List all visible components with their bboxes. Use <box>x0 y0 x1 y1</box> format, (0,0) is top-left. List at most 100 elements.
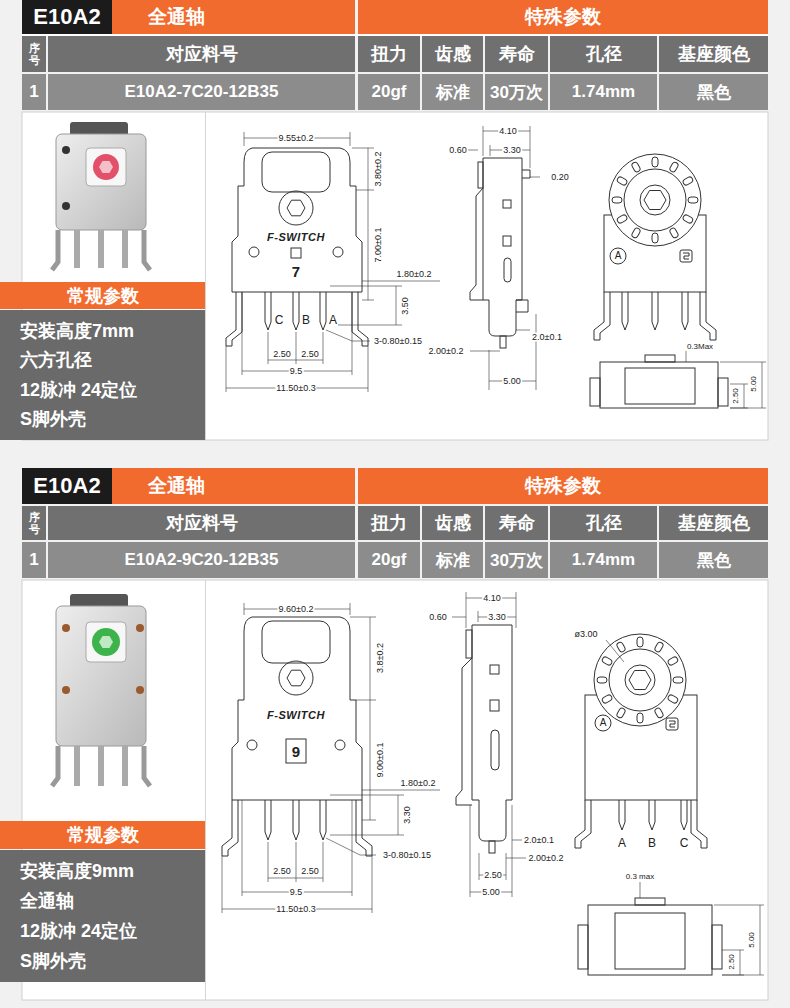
dimension-text: 5.00 <box>502 377 522 386</box>
rear-view-part <box>609 154 701 246</box>
band-title: 常规参数 <box>67 823 139 847</box>
table-cell: 寿命 <box>485 36 548 72</box>
band-title: 全通轴 <box>148 473 205 499</box>
table-cell: 寿命 <box>485 506 548 540</box>
front-view-part <box>287 670 305 686</box>
table-text: E10A2-9C20-12B35 <box>124 550 278 570</box>
param-panel: 安装高度9mm全通轴12脉冲 24定位S脚外壳 <box>0 850 205 982</box>
side-view-part-part <box>466 145 530 156</box>
table-text: 1.74mm <box>572 550 635 570</box>
table-cell: 齿感 <box>422 36 483 72</box>
table-cell: 序号 <box>22 36 46 72</box>
dimension-text: 5.00 <box>481 888 501 897</box>
side-view-part <box>456 658 472 805</box>
dimension-text: 1.80±0.2 <box>400 779 437 788</box>
dimension-text: 2.50 <box>272 867 292 876</box>
front-view-part-part <box>244 603 350 615</box>
front-view-part-part <box>352 148 374 300</box>
dimension-text: 9.5 <box>289 367 304 376</box>
side-view-part-part <box>470 351 500 352</box>
series-band: 全通轴 <box>112 468 355 504</box>
product-photo-part <box>74 230 80 268</box>
front-view-part <box>226 132 440 392</box>
product-photo-part <box>56 134 146 230</box>
front-view-part <box>247 740 257 750</box>
front-view-part-part <box>362 281 440 282</box>
dimension-text: 2.50 <box>483 871 503 880</box>
side-view-part <box>472 625 512 841</box>
rear-view-part <box>682 292 688 330</box>
front-view-part <box>293 292 299 330</box>
param-line: S脚外壳 <box>20 949 86 973</box>
param-line: 安装高度7mm <box>20 319 134 343</box>
table-text: 黑色 <box>697 81 731 104</box>
table-cell: 扭力 <box>358 506 420 540</box>
side-view-part-part <box>530 177 540 178</box>
front-view-part <box>265 292 271 330</box>
bottom-view-part <box>578 925 588 969</box>
side-view-part <box>490 665 499 674</box>
front-view-part-part <box>242 800 352 896</box>
band-title: 全通轴 <box>148 4 205 30</box>
product-photo-part <box>62 146 70 154</box>
front-view-part <box>262 152 330 192</box>
side-view-part <box>503 236 511 246</box>
side-view-part <box>478 162 483 188</box>
pin-name: B <box>647 837 657 849</box>
rear-view-part <box>691 800 707 848</box>
front-view-part <box>356 800 372 856</box>
rear-view-part <box>622 292 628 330</box>
side-view-part-part <box>516 330 530 331</box>
pin-name: A <box>617 837 627 849</box>
table-text: 黑色 <box>697 549 731 572</box>
bottom-view-part-part <box>720 362 766 408</box>
front-view-part <box>333 247 343 257</box>
bottom-view-part <box>712 925 722 969</box>
rear-view-part <box>666 718 678 730</box>
param-line: S脚外壳 <box>20 407 86 431</box>
side-view-part <box>490 700 499 711</box>
product-photo-part <box>62 624 70 632</box>
side-view-part <box>466 630 472 658</box>
front-view-part <box>279 191 313 225</box>
table-text: 对应料号 <box>166 42 238 66</box>
band-title: 常规参数 <box>67 284 139 308</box>
front-view-part-part <box>330 795 404 835</box>
table-text: 标准 <box>436 81 470 104</box>
table-cell: E10A2-7C20-12B35 <box>48 74 355 110</box>
card-background-part <box>205 112 206 440</box>
side-view-part <box>516 300 528 312</box>
table-cell: 基座颜色 <box>659 36 768 72</box>
dimension-text: 3.50 <box>401 296 410 316</box>
table-cell: 标准 <box>422 542 483 578</box>
table-cell: 1.74mm <box>550 74 657 110</box>
side-view-part <box>504 258 511 282</box>
dimension-text: 9.60±0.2 <box>278 605 315 614</box>
front-view-part-part <box>244 132 350 146</box>
front-view-part-part <box>226 346 368 392</box>
front-view-part-part <box>330 286 402 325</box>
front-view-part-part <box>326 330 370 341</box>
table-text: 30万次 <box>490 81 543 104</box>
product-photo-part <box>62 202 70 210</box>
product-photo-part <box>122 746 128 786</box>
table-text: 20gf <box>372 550 407 570</box>
model-box: E10A2 <box>22 0 112 34</box>
dimension-text: 0.20 <box>550 173 570 182</box>
table-text: 基座颜色 <box>678 42 750 66</box>
section-band: 常规参数 <box>0 282 205 309</box>
rear-view-part <box>700 292 716 340</box>
dimension-text: 2.50 <box>272 350 292 359</box>
dimension-text: 2.0±0.1 <box>531 333 563 342</box>
bottom-view-part-part <box>722 950 744 975</box>
dimension-text: 11.50±0.3 <box>275 905 316 914</box>
side-view-part-part <box>506 858 526 859</box>
product-photo-part <box>98 746 104 786</box>
product-photo-part <box>74 746 80 786</box>
front-view-part <box>222 800 238 856</box>
section-band: 常规参数 <box>0 821 205 849</box>
bottom-view-part <box>686 351 766 408</box>
side-view-part <box>522 170 530 178</box>
side-view-part <box>466 126 540 390</box>
rear-view-part <box>683 253 689 259</box>
